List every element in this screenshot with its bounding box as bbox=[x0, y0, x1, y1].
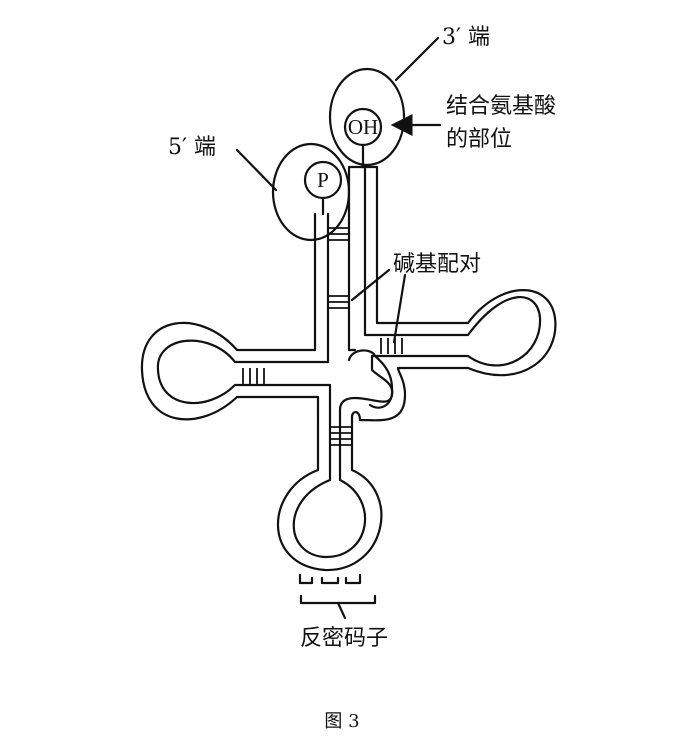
central-variable-loop bbox=[347, 349, 394, 409]
anticodon-stem-base-pairs bbox=[330, 426, 352, 446]
three-prime-leader bbox=[394, 36, 440, 82]
t-arm-base-pairs bbox=[380, 338, 403, 354]
anticodon-bases bbox=[298, 573, 362, 585]
trna-inner-outline bbox=[156, 165, 542, 559]
anticodon-pointer bbox=[336, 601, 347, 620]
oh-label: OH bbox=[348, 115, 378, 139]
anticodon-label: 反密码子 bbox=[300, 626, 388, 651]
five-prime-end-label: 5′ 端 bbox=[168, 135, 216, 160]
base-pairing-label: 碱基配对 bbox=[393, 252, 481, 277]
d-arm-base-pairs bbox=[242, 368, 265, 385]
base-pairing-leader-1 bbox=[350, 268, 391, 302]
acceptor-stem-base-pairs bbox=[328, 227, 349, 309]
amino-acid-site-label-line2: 的部位 bbox=[446, 127, 512, 152]
five-prime-leader bbox=[235, 148, 278, 192]
phosphate-label: P bbox=[317, 168, 329, 192]
figure-caption: 图 3 bbox=[324, 711, 359, 732]
base-pairing-leader-2 bbox=[392, 273, 407, 344]
three-prime-end-label: 3′ 端 bbox=[442, 25, 490, 50]
trna-outer-outline bbox=[140, 165, 557, 572]
amino-acid-site-label-line1: 结合氨基酸 bbox=[446, 94, 556, 119]
